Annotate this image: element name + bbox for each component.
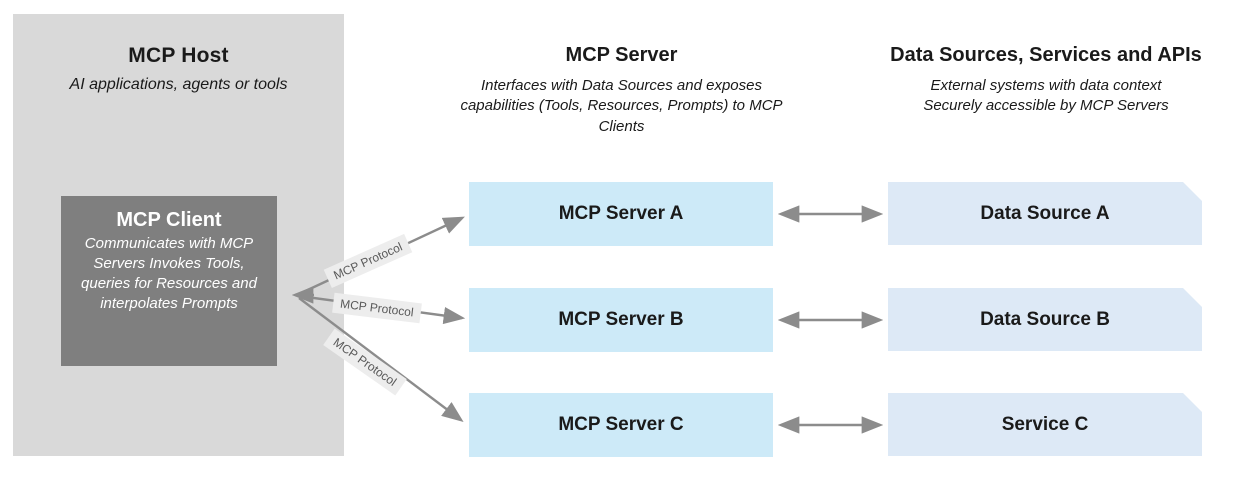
server-column-title: MCP Server (565, 44, 678, 66)
mcp-server-c-label: MCP Server C (558, 414, 684, 435)
mcp-server-a-label: MCP Server A (558, 203, 684, 224)
service-c-label: Service C (1001, 413, 1089, 435)
service-c-node: Service C (888, 393, 1202, 456)
sources-desc-line1: External systems with data context (930, 77, 1162, 94)
mcp-client-desc-line2: Invokes Tools, queries for Resources and… (81, 254, 257, 312)
mcp-server-b-label: MCP Server B (558, 309, 684, 330)
mcp-client-node: MCP Client Communicates with MCP Servers… (61, 196, 277, 366)
mcp-host-title: MCP Host (128, 44, 229, 67)
data-source-b-node: Data Source B (888, 288, 1202, 351)
data-source-b-label: Data Source B (980, 308, 1110, 330)
data-source-a-label: Data Source A (980, 202, 1110, 224)
sources-desc-line2: Securely accessible by MCP Servers (923, 97, 1169, 115)
mcp-client-desc-line1: Communicates with MCP Servers (84, 235, 254, 272)
sources-column-header: Data Sources, Services and APIs External… (858, 44, 1234, 117)
data-source-a-node: Data Source A (888, 182, 1202, 245)
server-column-description: Interfaces with Data Sources and exposes… (460, 77, 783, 135)
mcp-server-a-node: MCP Server A (469, 182, 773, 246)
sources-column-title: Data Sources, Services and APIs (890, 44, 1202, 66)
mcp-client-description: Communicates with MCP Servers Invokes To… (61, 232, 277, 314)
sources-column-description: External systems with data context Secur… (858, 76, 1234, 117)
mcp-server-c-node: MCP Server C (469, 393, 773, 457)
mcp-server-b-node: MCP Server B (469, 288, 773, 352)
mcp-client-title: MCP Client (116, 209, 222, 231)
mcp-host-subtitle: AI applications, agents or tools (69, 76, 288, 93)
server-column-header: MCP Server Interfaces with Data Sources … (449, 44, 794, 137)
mcp-protocol-label-b: MCP Protocol (332, 292, 422, 324)
